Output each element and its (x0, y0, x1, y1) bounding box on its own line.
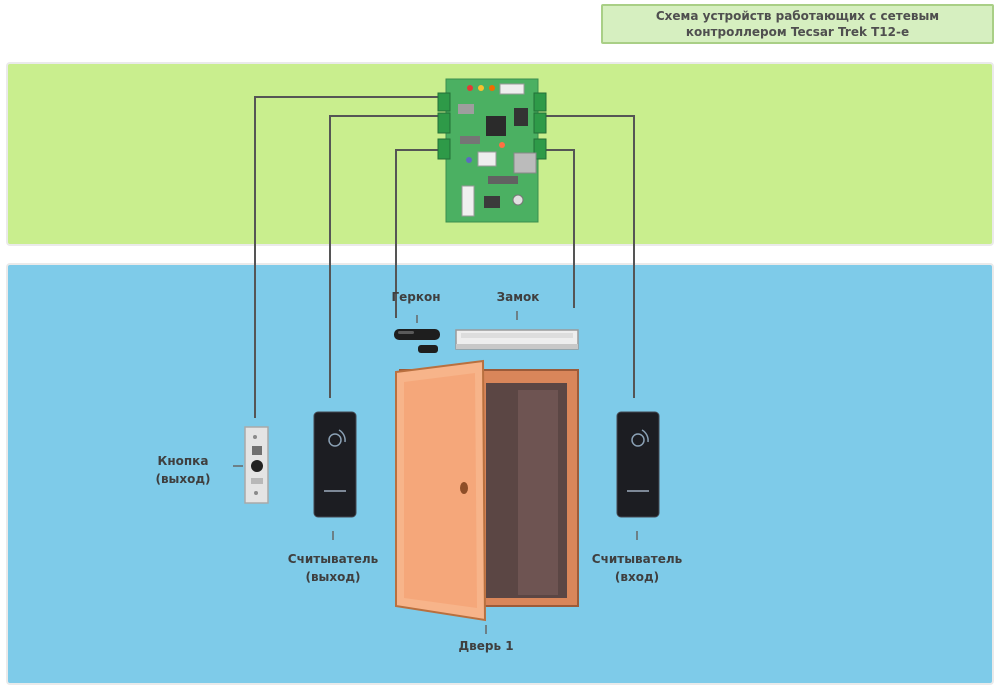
label-exit-button: Кнопка (выход) (155, 454, 211, 486)
label-gerkon: Геркон (391, 290, 441, 304)
rfid-card-reader-icon (616, 411, 660, 518)
controller-board (437, 78, 547, 223)
diagram-title: Схема устройств работающих с сетевым кон… (655, 9, 940, 39)
label-lock: Замок (496, 290, 540, 304)
electromagnetic-lock-icon (455, 329, 579, 350)
wire-lock (535, 149, 575, 308)
diagram-title-box: Схема устройств работающих с сетевым кон… (601, 4, 994, 44)
label-door: Дверь 1 (458, 639, 514, 653)
wires (254, 96, 635, 418)
reed-switch-icon (394, 329, 440, 353)
wire-button (254, 96, 448, 418)
leader-lines (233, 311, 638, 634)
circuit-board-icon (437, 83, 547, 217)
wire-reader-exit (329, 115, 448, 398)
exit-button-icon (244, 426, 269, 504)
label-reader-exit: Считыватель (выход) (287, 552, 379, 584)
door-icon (395, 359, 579, 622)
wire-gerkon (395, 149, 448, 318)
rfid-card-reader-icon (313, 411, 357, 518)
wire-reader-entry (535, 115, 635, 398)
label-reader-entry: Считыватель (вход) (591, 552, 683, 584)
